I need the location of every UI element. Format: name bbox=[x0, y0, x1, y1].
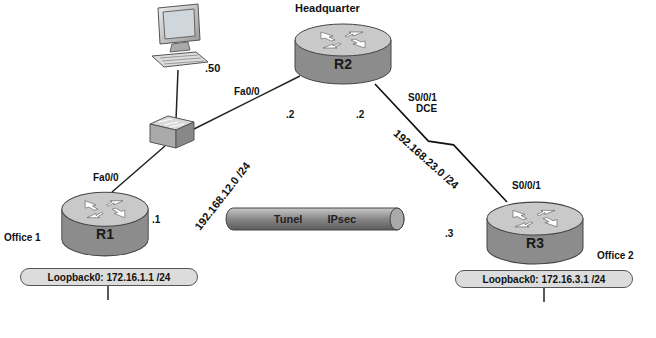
router-node: Office 1R1 bbox=[60, 188, 150, 258]
serial-link bbox=[375, 84, 507, 202]
loopback-node: Loopback0: 172.16.3.1 /24 bbox=[455, 270, 633, 288]
router-symbol bbox=[293, 20, 393, 86]
loopback-node: Loopback0: 172.16.1.1 /24 bbox=[20, 268, 198, 286]
interface-label: S0/0/1 bbox=[512, 180, 541, 191]
host-address: .3 bbox=[445, 228, 453, 239]
site-heading: Headquarter bbox=[295, 2, 360, 14]
router-symbol bbox=[60, 188, 150, 258]
loopback-label: Loopback0: 172.16.3.1 /24 bbox=[483, 274, 606, 285]
router-name: R1 bbox=[96, 226, 114, 242]
host-address: .2 bbox=[286, 109, 294, 120]
host-address: .1 bbox=[152, 214, 160, 225]
switch-icon bbox=[150, 116, 194, 148]
router-node: HeadquarterR2 bbox=[293, 20, 393, 86]
tunnel-node: Tunel IPsec bbox=[225, 207, 405, 231]
loopback-label: Loopback0: 172.16.1.1 /24 bbox=[48, 272, 171, 283]
router-node: Office 2R3 bbox=[485, 198, 585, 266]
host-address: .2 bbox=[356, 109, 364, 120]
interface-label: Fa0/0 bbox=[234, 86, 260, 97]
interface-label: Fa0/0 bbox=[93, 172, 119, 183]
site-heading: Office 1 bbox=[4, 232, 41, 243]
router-symbol bbox=[485, 198, 585, 266]
interface-label: DCE bbox=[416, 103, 437, 114]
host-address: .50 bbox=[205, 62, 220, 74]
pc-icon bbox=[152, 4, 208, 67]
interface-label: S0/0/1 bbox=[408, 92, 437, 103]
subnet-label: 192.168.23.0 /24 bbox=[391, 127, 462, 192]
router-name: R2 bbox=[334, 56, 352, 72]
site-heading: Office 2 bbox=[597, 250, 634, 261]
router-name: R3 bbox=[526, 235, 544, 251]
tunnel-label: Tunel IPsec bbox=[274, 213, 356, 225]
